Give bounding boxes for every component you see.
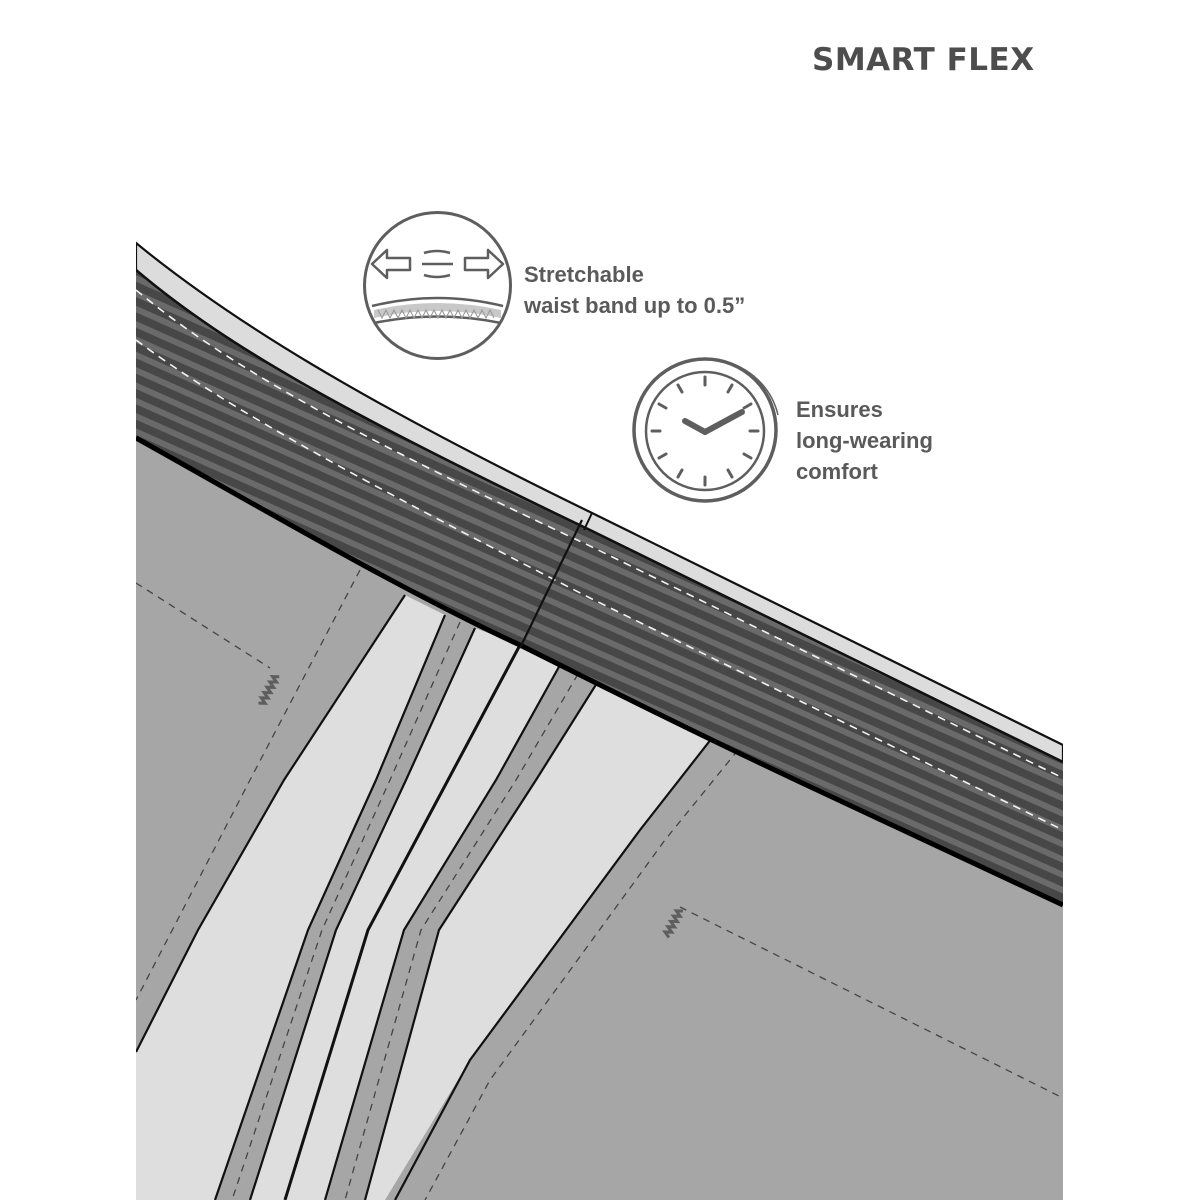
stretch-feature-text: Stretchable waist band up to 0.5”: [524, 259, 745, 321]
clock-feature-line3: comfort: [796, 459, 878, 484]
stretch-feature-line2: waist band up to 0.5”: [524, 293, 746, 318]
clock-feature-line1: Ensures: [796, 397, 883, 422]
stretch-feature-line1: Stretchable: [524, 262, 644, 287]
clock-feature-icon-wrap: [630, 355, 780, 510]
waistband: [136, 270, 1063, 905]
stretch-feature-icon-wrap: [360, 208, 515, 368]
brand-title: SMART FLEX: [812, 42, 1035, 78]
clock-feature-text: Ensures long-wearing comfort: [796, 394, 933, 487]
clock-feature-line2: long-wearing: [796, 428, 933, 453]
clock-icon: [632, 357, 779, 503]
stretch-waistband-icon: [363, 211, 512, 360]
